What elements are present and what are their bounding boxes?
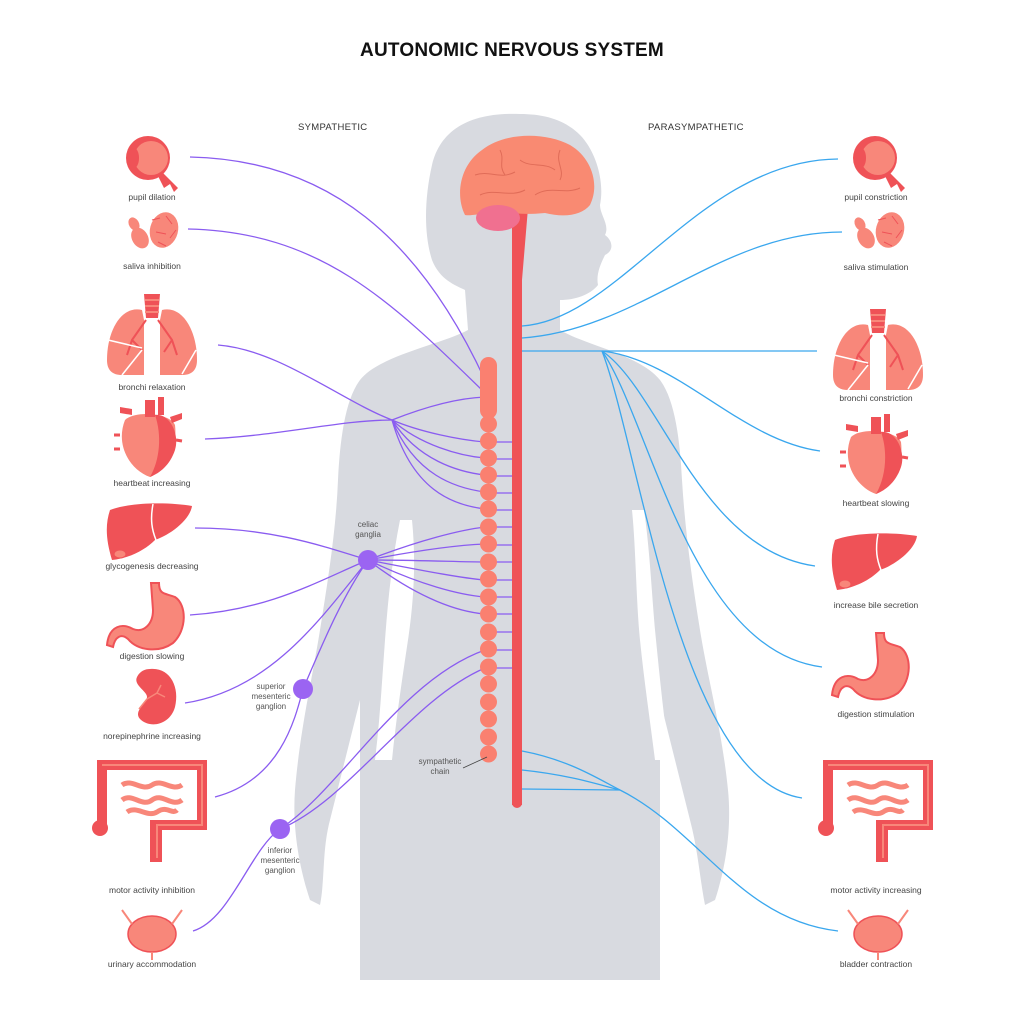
organ-label: heartbeat increasing bbox=[113, 478, 191, 488]
bladder-icon bbox=[847, 909, 909, 961]
sympathetic-chain bbox=[480, 357, 497, 763]
heart-icon bbox=[838, 412, 910, 496]
organ-label: norepinephrine increasing bbox=[103, 731, 201, 741]
organ-label: pupil constriction bbox=[844, 192, 908, 202]
stomach-icon bbox=[831, 632, 910, 701]
organ-label: bladder contraction bbox=[839, 959, 913, 969]
organ-label: digestion stimulation bbox=[837, 709, 915, 719]
page-title: AUTONOMIC NERVOUS SYSTEM bbox=[360, 40, 664, 61]
sympathetic-chain-label: sympathetic chain bbox=[418, 757, 462, 776]
salivary-glands-icon bbox=[851, 208, 909, 253]
celiac-ganglia-label: celiac ganglia bbox=[355, 520, 381, 539]
inferior-mesenteric-ganglion bbox=[270, 819, 290, 839]
organ-label: bronchi relaxation bbox=[118, 382, 186, 392]
organ-label: heartbeat slowing bbox=[842, 498, 910, 508]
intestines-icon bbox=[818, 760, 933, 862]
brain-icon bbox=[460, 135, 595, 231]
sympathetic-heading: SYMPATHETIC bbox=[298, 122, 368, 133]
parasympathetic-nerves bbox=[521, 158, 843, 932]
organ-label: saliva stimulation bbox=[843, 262, 909, 272]
organ-label: pupil dilation bbox=[128, 192, 176, 202]
organ-label: bronchi constriction bbox=[839, 393, 913, 403]
superior-mesenteric-ganglion-label: superior mesenteric ganglion bbox=[251, 682, 291, 711]
chain-pointer bbox=[462, 756, 488, 769]
eye-icon bbox=[853, 136, 905, 192]
organ-label: motor activity increasing bbox=[830, 885, 922, 895]
bladder-icon bbox=[121, 909, 183, 961]
organ-label: increase bile secretion bbox=[833, 600, 919, 610]
organ-label: urinary accommodation bbox=[107, 959, 197, 969]
celiac-ganglion bbox=[358, 550, 378, 570]
spinal-cord-lower bbox=[512, 260, 522, 808]
organ-label: digestion slowing bbox=[119, 651, 185, 661]
superior-mesenteric-ganglion bbox=[293, 679, 313, 699]
sympathetic-nerves bbox=[184, 156, 515, 932]
body-silhouette bbox=[294, 113, 730, 981]
arm-gap-left bbox=[375, 520, 415, 760]
kidney-icon bbox=[135, 668, 178, 726]
heart-icon bbox=[112, 395, 184, 479]
intestines-icon bbox=[92, 760, 207, 862]
liver-icon bbox=[831, 532, 918, 591]
eye-icon bbox=[126, 136, 178, 192]
organ-label: motor activity inhibition bbox=[109, 885, 195, 895]
inferior-mesenteric-ganglion-label: inferior mesenteric ganglion bbox=[260, 846, 300, 875]
parasympathetic-heading: PARASYMPATHETIC bbox=[648, 122, 744, 133]
arm-gap-right bbox=[632, 510, 670, 760]
stomach-icon bbox=[106, 582, 185, 651]
lungs-icon bbox=[106, 293, 198, 376]
liver-icon bbox=[106, 502, 193, 561]
organ-label: saliva inhibition bbox=[123, 261, 181, 271]
organ-label: glycogenesis decreasing bbox=[105, 561, 199, 571]
lungs-icon bbox=[832, 308, 924, 391]
salivary-glands-icon bbox=[125, 208, 183, 253]
